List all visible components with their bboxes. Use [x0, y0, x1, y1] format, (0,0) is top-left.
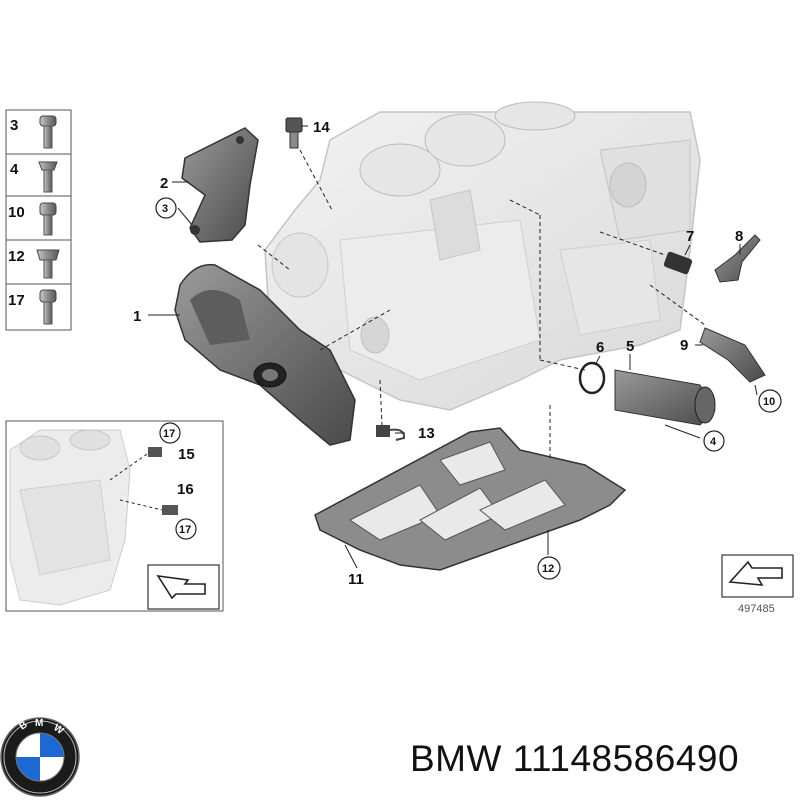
callout-12-circle: 12 [537, 556, 561, 580]
sensor-part-13 [376, 425, 406, 441]
engine-block [264, 101, 701, 411]
callout-10-circle: 10 [758, 389, 782, 413]
inset-callout-16: 16 [177, 481, 194, 498]
timing-cover-part [174, 263, 356, 446]
callout-13: 13 [418, 425, 435, 442]
fastener-table: 3 4 10 12 17 [5, 109, 72, 331]
callout-7: 7 [686, 228, 694, 245]
table-row-number: 12 [8, 248, 25, 265]
bolt-icon [39, 115, 57, 149]
callout-4-circle: 4 [703, 430, 725, 452]
inset-callout-17a: 17 [163, 428, 175, 440]
inset-callout-17b: 17 [179, 524, 191, 536]
oring-part-6 [578, 361, 606, 395]
leader-lines [148, 125, 758, 569]
table-row-number: 17 [8, 292, 25, 309]
part-number-caption: BMW 11148586490 [410, 738, 740, 779]
callout-4: 4 [710, 436, 717, 448]
table-row-number: 4 [10, 161, 19, 178]
bolt-icon [39, 202, 57, 236]
svg-text:M: M [35, 718, 43, 729]
bmw-logo: B M W [0, 717, 80, 797]
sensor-part-7 [663, 251, 693, 275]
callout-12: 12 [542, 563, 554, 575]
view-direction-box [147, 564, 220, 610]
table-row-number: 10 [8, 204, 25, 221]
inset-callout-15: 15 [178, 446, 195, 463]
baffle-part-11 [314, 427, 627, 571]
inset-callout-17b-circle: 17 [175, 518, 197, 540]
sensor-part-14 [285, 117, 303, 149]
pipe-part-8 [714, 234, 761, 283]
engine-bracket-part [181, 127, 259, 243]
sensor-part-9 [699, 327, 766, 383]
diagram-id: 497485 [738, 603, 775, 615]
callout-6: 6 [596, 339, 604, 356]
callout-9: 9 [680, 337, 688, 354]
callout-14: 14 [313, 119, 330, 136]
inset-callout-17a-circle: 17 [159, 422, 181, 444]
callout-5: 5 [626, 338, 634, 355]
callout-1: 1 [133, 308, 141, 325]
callout-3: 3 [162, 203, 168, 215]
arrow-icon [156, 574, 206, 600]
detail-inset: 17 15 16 17 [5, 420, 224, 612]
arrow-icon [728, 560, 783, 586]
callout-8: 8 [735, 228, 743, 245]
callout-10: 10 [763, 396, 775, 408]
callout-3-circle: 3 [155, 197, 177, 219]
table-row-number: 3 [10, 117, 18, 134]
bolt-icon [36, 249, 60, 279]
callout-2: 2 [160, 175, 168, 192]
housing-part-5 [614, 369, 716, 426]
callout-11: 11 [348, 571, 364, 588]
bolt-icon [38, 161, 58, 193]
bolt-icon [39, 289, 57, 325]
view-direction-box-right: 497485 [721, 554, 794, 615]
